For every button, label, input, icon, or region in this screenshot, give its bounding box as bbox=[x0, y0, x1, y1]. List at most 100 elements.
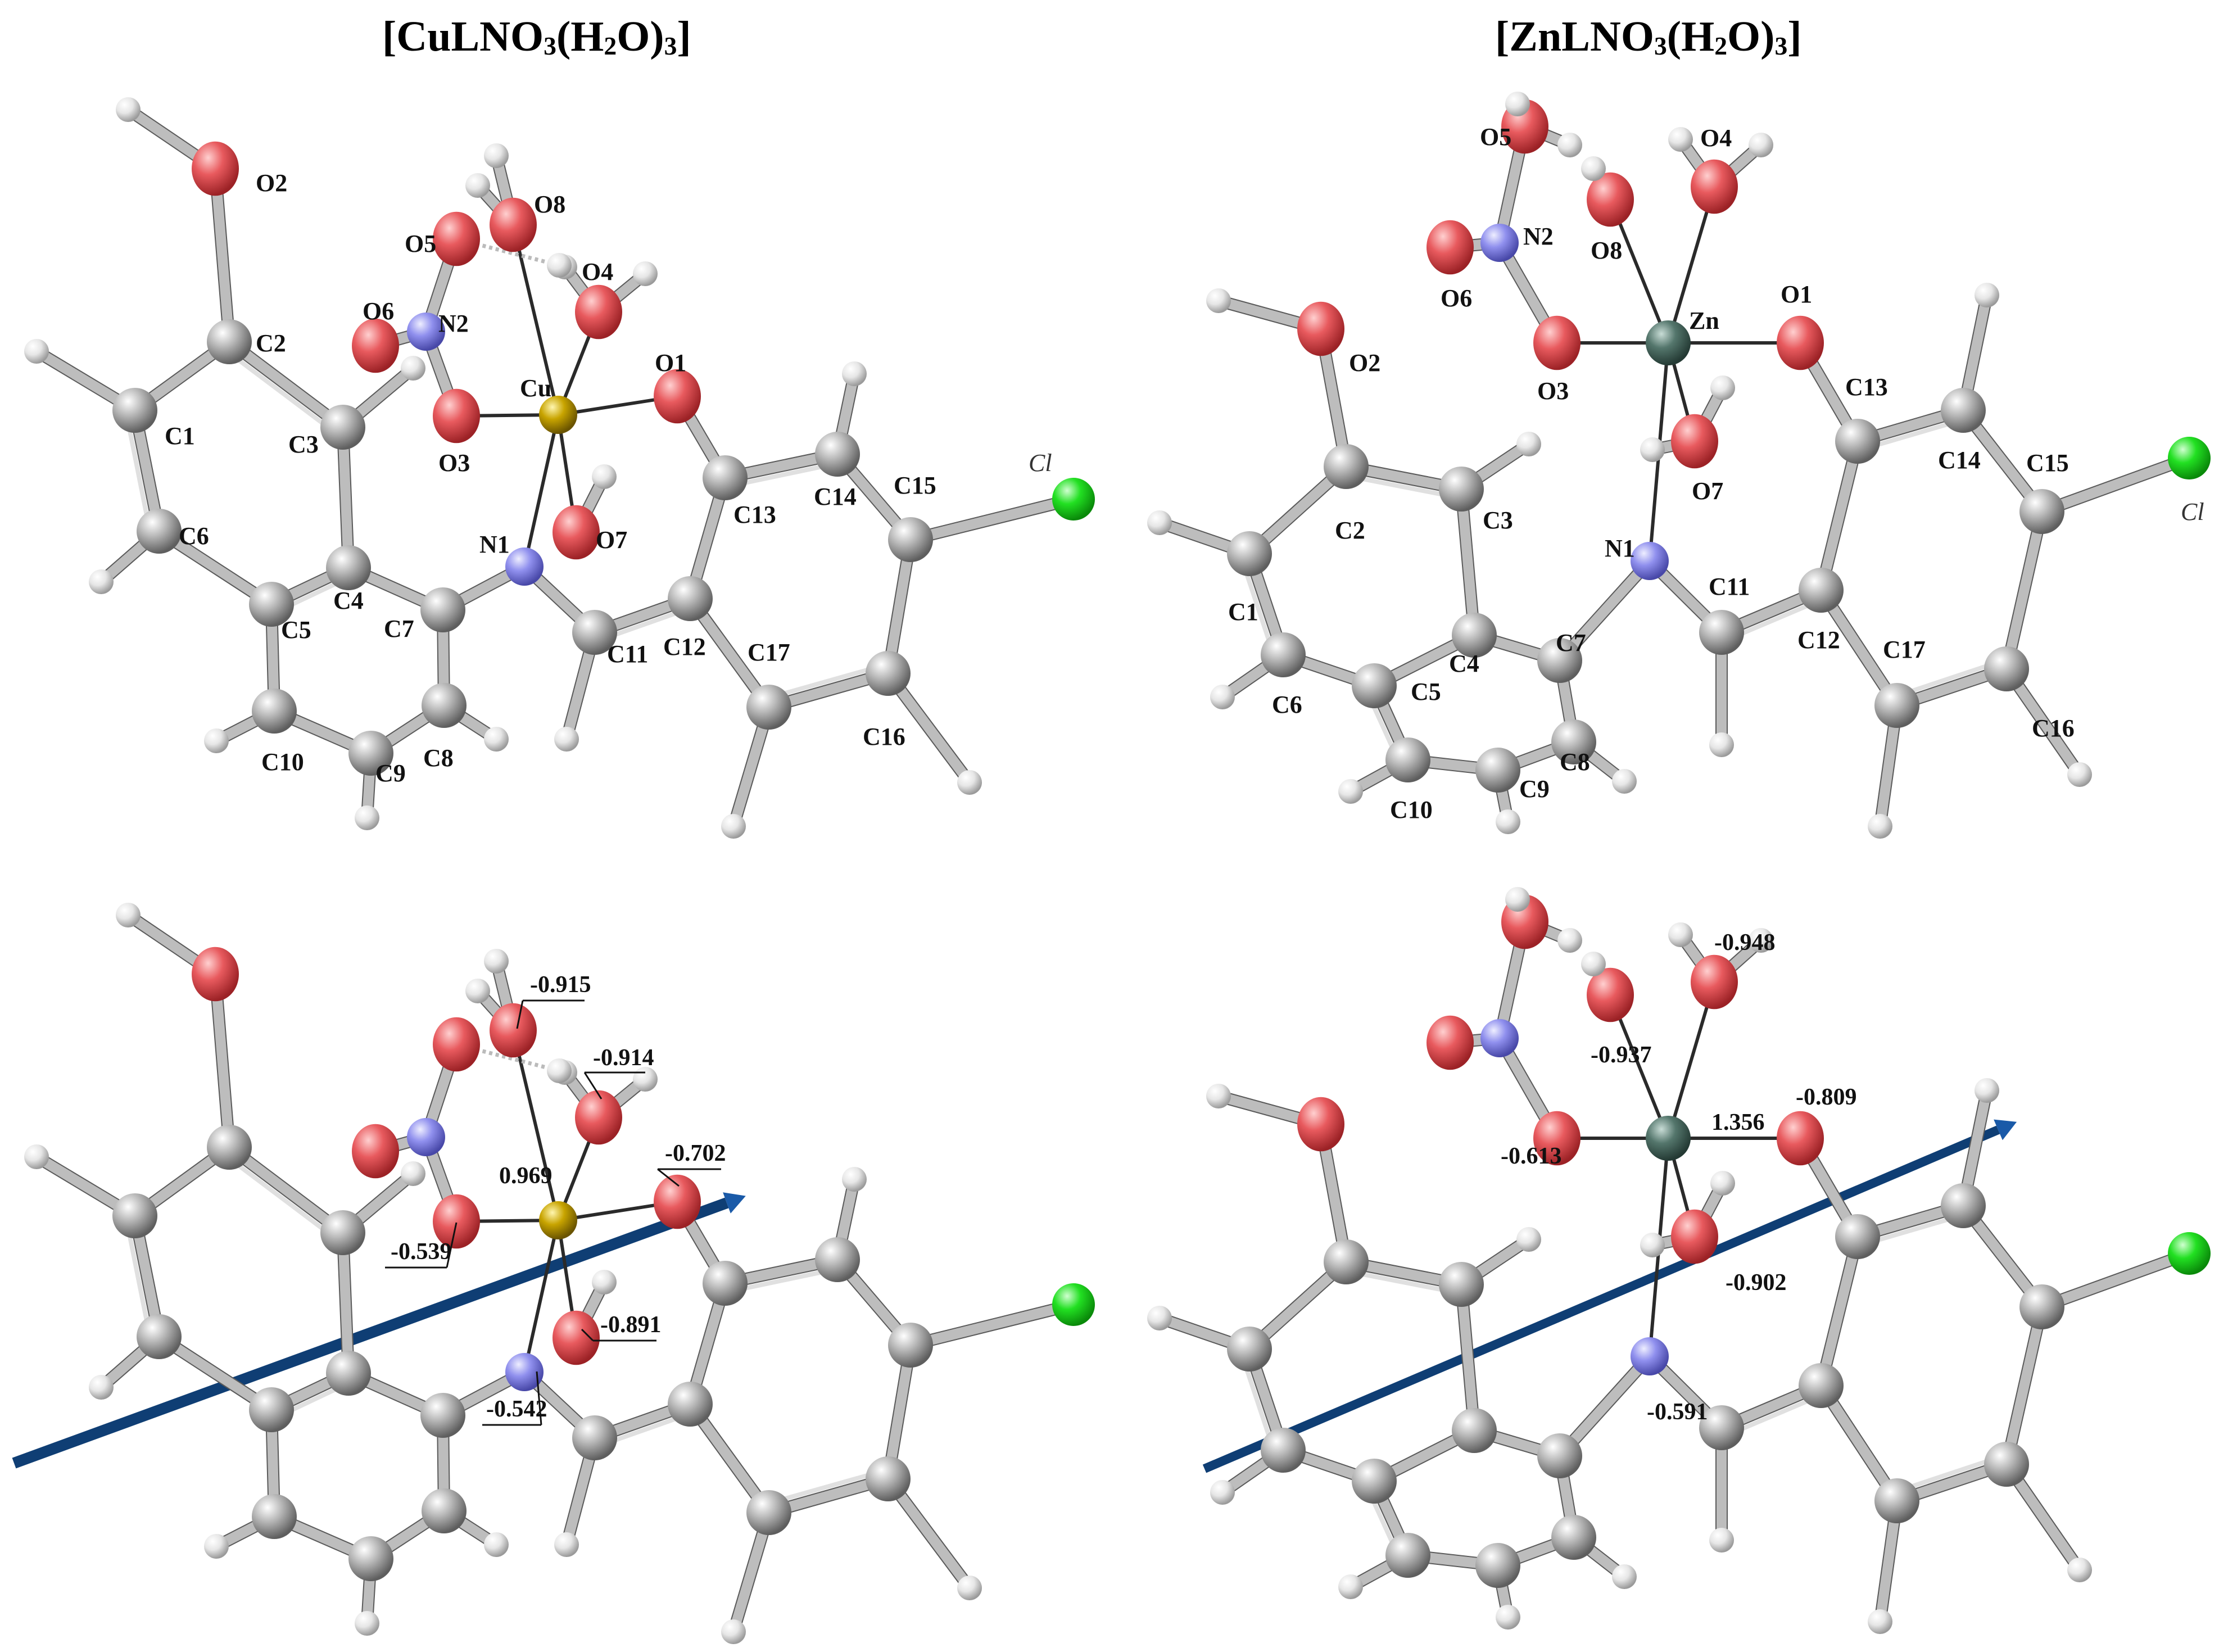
atom-c9 bbox=[348, 1536, 393, 1581]
atom-label-cu: Cu bbox=[520, 374, 551, 402]
atom-h8a bbox=[484, 949, 509, 974]
atom-c1 bbox=[1227, 531, 1272, 576]
atom-h-c16 bbox=[2067, 1558, 2092, 1582]
atom-o8 bbox=[1587, 967, 1634, 1022]
charge-cu-o8: -0.915 bbox=[530, 972, 591, 998]
bond bbox=[883, 1340, 916, 1484]
bond bbox=[1816, 436, 1863, 595]
atom-c16 bbox=[866, 651, 911, 696]
bond bbox=[905, 1300, 1079, 1350]
atom-n2 bbox=[1480, 1019, 1519, 1057]
charge-zn-metal: 1.356 bbox=[1711, 1110, 1765, 1135]
atom-h8 bbox=[1581, 952, 1606, 976]
atom-o7 bbox=[1671, 414, 1718, 469]
atom-c3 bbox=[320, 1210, 365, 1255]
atom-h-c1 bbox=[24, 1144, 49, 1169]
atom-label-o1: O1 bbox=[655, 349, 686, 377]
cu-charges-dipole-arrowhead bbox=[723, 1192, 746, 1214]
atom-label-n2: N2 bbox=[1523, 223, 1554, 250]
atom-c14 bbox=[815, 1237, 860, 1282]
atom-h8b bbox=[465, 173, 490, 198]
atom-o3 bbox=[1533, 1111, 1581, 1166]
atom-h8a bbox=[484, 143, 509, 168]
title-cu-complex: [CuLNO3(H2O)3] bbox=[382, 13, 691, 60]
cu-charges-molecule bbox=[12, 903, 1095, 1644]
atom-o3 bbox=[433, 388, 480, 443]
atom-cl bbox=[1052, 1283, 1095, 1326]
atom-h-c9 bbox=[355, 1611, 379, 1636]
atom-n1 bbox=[1631, 1337, 1669, 1375]
atom-c12 bbox=[668, 576, 713, 621]
atom-c17 bbox=[1874, 1478, 1919, 1523]
bond bbox=[338, 422, 354, 573]
atom-o1 bbox=[654, 1174, 701, 1229]
atom-h-c8 bbox=[1612, 1564, 1637, 1589]
atom-h-c6 bbox=[89, 1375, 114, 1400]
atom-h5b bbox=[1557, 133, 1582, 157]
atom-c16 bbox=[866, 1456, 911, 1501]
atom-c14 bbox=[1941, 1183, 1986, 1228]
atom-label-o8: O8 bbox=[534, 191, 565, 218]
atom-c10 bbox=[1385, 737, 1430, 782]
atom-h-c6 bbox=[1210, 1480, 1235, 1505]
zn-charges-dipole-arrow bbox=[1202, 1125, 2000, 1473]
atom-o7 bbox=[1671, 1209, 1718, 1264]
bond bbox=[1816, 1232, 1863, 1391]
atom-label-n1: N1 bbox=[1605, 535, 1635, 562]
bond bbox=[905, 494, 1079, 545]
bond bbox=[883, 668, 975, 787]
atom-label-o4: O4 bbox=[1700, 124, 1732, 152]
atom-h-c8 bbox=[484, 1532, 509, 1557]
atom-h-c8 bbox=[484, 727, 509, 752]
atom-c2 bbox=[207, 1125, 252, 1170]
bond bbox=[511, 1029, 560, 1222]
atom-h-c3 bbox=[401, 1161, 425, 1186]
atom-c17 bbox=[746, 1490, 791, 1535]
atom-label-c5: C5 bbox=[281, 616, 311, 644]
bond bbox=[2001, 506, 2047, 674]
double-bond bbox=[764, 1468, 888, 1506]
atom-label-o1: O1 bbox=[1781, 280, 1812, 308]
bond bbox=[1667, 980, 1716, 1140]
atom-c6 bbox=[1261, 1428, 1306, 1473]
atom-label-c7: C7 bbox=[384, 615, 414, 642]
atom-c6 bbox=[137, 509, 182, 554]
atom-label-o3: O3 bbox=[1537, 377, 1569, 405]
atom-c1 bbox=[1227, 1327, 1272, 1372]
atom-label-c11: C11 bbox=[607, 640, 648, 668]
atom-h7 bbox=[592, 464, 617, 489]
atom-c14 bbox=[1941, 388, 1986, 433]
atom-c11 bbox=[572, 610, 617, 655]
atom-cu bbox=[539, 1201, 577, 1239]
atom-h5b bbox=[1557, 928, 1582, 953]
atom-c12 bbox=[1799, 568, 1844, 613]
atom-h-c6 bbox=[1210, 685, 1235, 709]
atom-label-c10: C10 bbox=[261, 748, 304, 776]
charge-zn-o7: -0.902 bbox=[1726, 1270, 1787, 1296]
atom-h-c10 bbox=[204, 1534, 229, 1559]
charge-zn-o3: -0.613 bbox=[1501, 1143, 1562, 1169]
atom-h-c1 bbox=[24, 339, 49, 364]
atom-c15 bbox=[2019, 489, 2064, 534]
atom-o7 bbox=[553, 1310, 600, 1365]
atom-c9 bbox=[348, 731, 393, 776]
atom-c2 bbox=[1324, 1239, 1369, 1284]
atom-c3 bbox=[1439, 1262, 1484, 1307]
atom-h-c17 bbox=[721, 814, 746, 839]
atom-n2 bbox=[407, 1118, 445, 1156]
bond bbox=[338, 1228, 354, 1378]
atom-label-c15: C15 bbox=[2026, 449, 2069, 477]
atom-zn bbox=[1646, 1116, 1691, 1161]
charge-cu-metal: 0.969 bbox=[499, 1163, 553, 1189]
atom-h5a bbox=[1505, 887, 1530, 912]
atom-label-n1: N1 bbox=[479, 531, 510, 558]
atom-label-c9: C9 bbox=[1519, 775, 1550, 803]
atom-label-c4: C4 bbox=[1449, 650, 1479, 677]
atom-h-link bbox=[547, 253, 572, 278]
atom-n2 bbox=[1480, 224, 1519, 262]
charge-leader-line bbox=[583, 1072, 603, 1099]
atom-h-link bbox=[547, 1058, 572, 1083]
atom-label-c4: C4 bbox=[333, 587, 364, 614]
atom-label-c3: C3 bbox=[288, 431, 319, 458]
zn-charges-molecule bbox=[1147, 887, 2211, 1634]
